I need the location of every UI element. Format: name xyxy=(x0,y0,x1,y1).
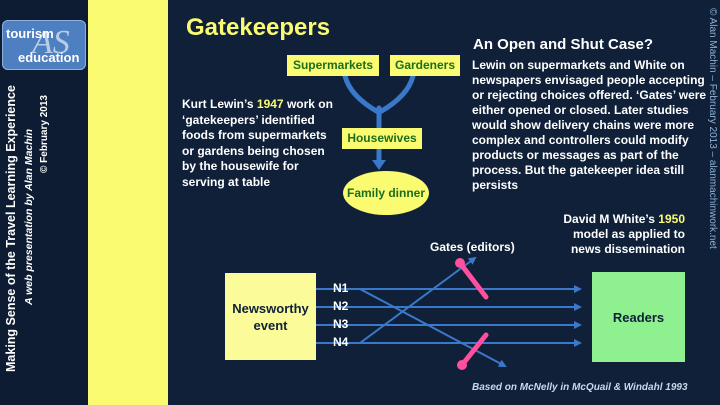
gardeners-box: Gardeners xyxy=(390,55,460,76)
citation: Based on McNelly in McQuail & Windahl 19… xyxy=(472,382,688,393)
white-year: 1950 xyxy=(658,212,685,226)
supermarkets-box: Supermarkets xyxy=(287,55,379,76)
family-dinner-oval: Family dinner xyxy=(343,171,429,215)
newsworthy-event-box: Newsworthy event xyxy=(225,273,316,360)
logo-line1: tourism xyxy=(6,26,54,41)
yellow-accent-bar xyxy=(88,0,168,405)
channel-label: N2 xyxy=(333,299,349,313)
gates-label: Gates (editors) xyxy=(430,240,515,254)
logo-mark: AS xyxy=(32,24,70,61)
white-caption: David M White’s 1950 model as applied to… xyxy=(563,212,685,256)
logo-line2: education xyxy=(18,50,80,65)
channel-label: N3 xyxy=(333,317,349,331)
news-channel-arrows xyxy=(316,256,582,367)
tourism-education-logo: AS tourism education xyxy=(2,20,86,70)
channel-label: N4 xyxy=(333,335,349,349)
page-title: Gatekeepers xyxy=(186,14,331,41)
channel-label: N1 xyxy=(333,281,349,295)
readers-box: Readers xyxy=(592,272,685,362)
lewin-fork-arrows xyxy=(342,73,416,166)
gate-icons xyxy=(457,260,489,368)
left-paragraph: Kurt Lewin’s 1947 work on ‘gatekeepers’ … xyxy=(182,97,333,189)
lewin-year: 1947 xyxy=(256,97,284,111)
subheading: An Open and Shut Case? xyxy=(473,36,654,53)
housewives-box: Housewives xyxy=(342,128,422,149)
right-paragraph: Lewin on supermarkets and White on newsp… xyxy=(472,58,707,192)
